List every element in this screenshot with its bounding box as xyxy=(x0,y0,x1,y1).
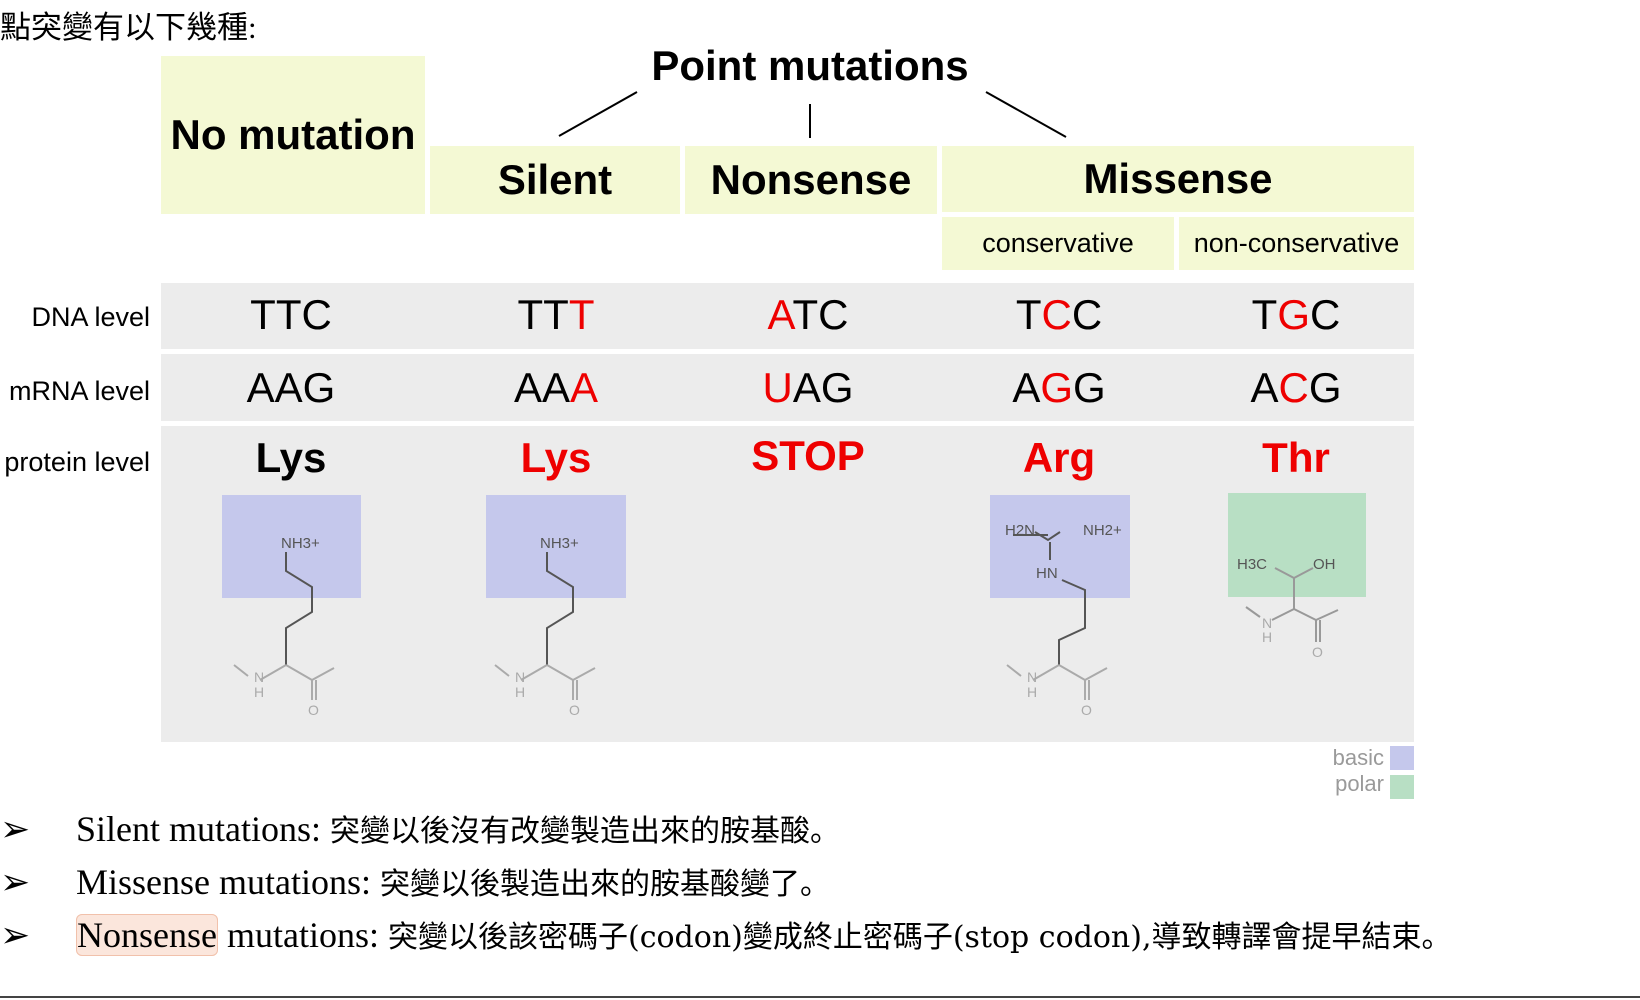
dna-codon-silent: TTT xyxy=(517,291,595,338)
bullet-silent-term: Silent xyxy=(76,809,161,849)
header-nonsense: Nonsense xyxy=(685,146,937,214)
dna-codon-conservative: TCC xyxy=(1015,291,1103,338)
protein-nonsense: STOP xyxy=(751,432,865,479)
lys-structure-2 xyxy=(494,552,596,700)
thr-sidechain-box xyxy=(1228,493,1366,597)
arg-n: N xyxy=(1027,669,1037,685)
protein-non-conservative: Thr xyxy=(1262,434,1330,481)
bullet-missense-description: 突變以後製造出來的胺基酸變了。 xyxy=(380,867,830,902)
header-no-mutation: No mutation xyxy=(161,56,425,214)
bullet-silent-rest: mutations: xyxy=(160,809,322,849)
thr-h3c-label: H3C xyxy=(1237,556,1267,573)
thr-structure xyxy=(1245,567,1339,642)
bullet-nonsense-description: 突變以後該密碼子(codon)變成終止密碼子(stop codon),導致轉譯會… xyxy=(387,920,1452,955)
bullet-list: ➢ Silent mutations: 突變以後沒有改變製造出來的胺基酸。 ➢ … xyxy=(0,804,1640,963)
bullet-missense: ➢ Missense mutations: 突變以後製造出來的胺基酸變了。 xyxy=(0,857,1640,910)
bullet-missense-term: Missense xyxy=(76,862,210,902)
mrna-codon-nonsense: UAG xyxy=(762,364,854,411)
connector-silent xyxy=(558,91,638,137)
mrna-codon-non-conservative: ACG xyxy=(1250,364,1342,411)
header-silent: Silent xyxy=(430,146,680,214)
lys-1-o: O xyxy=(308,702,319,718)
header-no-mutation-label: No mutation xyxy=(170,111,416,158)
bullet-nonsense-rest: mutations: xyxy=(217,915,379,955)
row-label-mrna: mRNA level xyxy=(8,376,150,406)
protein-silent: Lys xyxy=(520,434,592,481)
intro-text: 點突變有以下幾種: xyxy=(0,10,257,45)
connector-missense xyxy=(985,91,1067,138)
arg-o: O xyxy=(1081,702,1092,718)
legend-polar-label: polar xyxy=(1335,771,1384,796)
thr-h: H xyxy=(1262,629,1272,645)
lys-2-h: H xyxy=(515,684,525,700)
lys-structure-1 xyxy=(233,552,335,700)
bottom-divider xyxy=(0,996,1640,998)
header-missense-label: Missense xyxy=(1083,155,1273,202)
header-non-conservative-label: non-conservative xyxy=(1193,228,1400,258)
protein-row-bg xyxy=(161,426,1414,742)
lys-1-nh3-label: NH3+ xyxy=(281,535,320,552)
lys-sidechain-box-2 xyxy=(486,495,626,598)
bullet-arrow-icon: ➢ xyxy=(0,809,31,849)
lys-2-n: N xyxy=(515,669,525,685)
header-silent-label: Silent xyxy=(497,156,613,203)
protein-conservative: Arg xyxy=(1022,434,1096,481)
header-conservative: conservative xyxy=(942,217,1174,270)
bullet-silent: ➢ Silent mutations: 突變以後沒有改變製造出來的胺基酸。 xyxy=(0,804,1640,857)
dna-row-bg xyxy=(161,283,1414,349)
mrna-codon-conservative: AGG xyxy=(1012,364,1106,411)
mrna-row-bg xyxy=(161,354,1414,421)
bullet-arrow-icon: ➢ xyxy=(0,862,31,902)
header-missense: Missense xyxy=(942,146,1414,212)
arg-structure xyxy=(1006,531,1108,700)
lys-2-nh3-label: NH3+ xyxy=(540,535,579,552)
bullet-nonsense: ➢ Nonsense mutations: 突變以後該密碼子(codon)變成終… xyxy=(0,910,1640,963)
lys-sidechain-box-1 xyxy=(222,495,361,598)
thr-o: O xyxy=(1312,644,1323,660)
bullet-nonsense-term: Nonsense xyxy=(76,914,218,956)
legend-basic-label: basic xyxy=(1332,745,1384,770)
dna-codon-nonsense: ATC xyxy=(767,291,849,338)
lys-1-h: H xyxy=(254,684,264,700)
arg-nh2-label: NH2+ xyxy=(1083,522,1122,539)
arg-hn-label: HN xyxy=(1036,565,1058,582)
mrna-codon-no-mutation: AAG xyxy=(246,364,336,411)
arg-h: H xyxy=(1027,684,1037,700)
thr-oh-label: OH xyxy=(1313,556,1336,573)
thr-n: N xyxy=(1262,615,1272,631)
legend-basic-swatch xyxy=(1390,746,1414,770)
row-label-protein: protein level xyxy=(4,447,150,477)
arg-h2n-label: H2N xyxy=(1005,522,1035,539)
protein-no-mutation: Lys xyxy=(255,434,327,481)
lys-1-n: N xyxy=(254,669,264,685)
bullet-silent-description: 突變以後沒有改變製造出來的胺基酸。 xyxy=(330,814,841,849)
bullet-missense-rest: mutations: xyxy=(210,862,371,902)
diagram-title: Point mutations xyxy=(651,42,969,89)
bullet-arrow-icon: ➢ xyxy=(0,915,31,955)
dna-codon-no-mutation: TTC xyxy=(250,291,332,338)
header-conservative-label: conservative xyxy=(982,228,1134,258)
header-non-conservative: non-conservative xyxy=(1179,217,1414,270)
mrna-codon-silent: AAA xyxy=(513,364,599,411)
arg-sidechain-box xyxy=(990,495,1130,598)
legend-polar-swatch xyxy=(1390,775,1414,799)
row-label-dna: DNA level xyxy=(31,302,150,332)
dna-codon-non-conservative: TGC xyxy=(1251,291,1341,338)
header-nonsense-label: Nonsense xyxy=(710,156,912,203)
lys-2-o: O xyxy=(569,702,580,718)
